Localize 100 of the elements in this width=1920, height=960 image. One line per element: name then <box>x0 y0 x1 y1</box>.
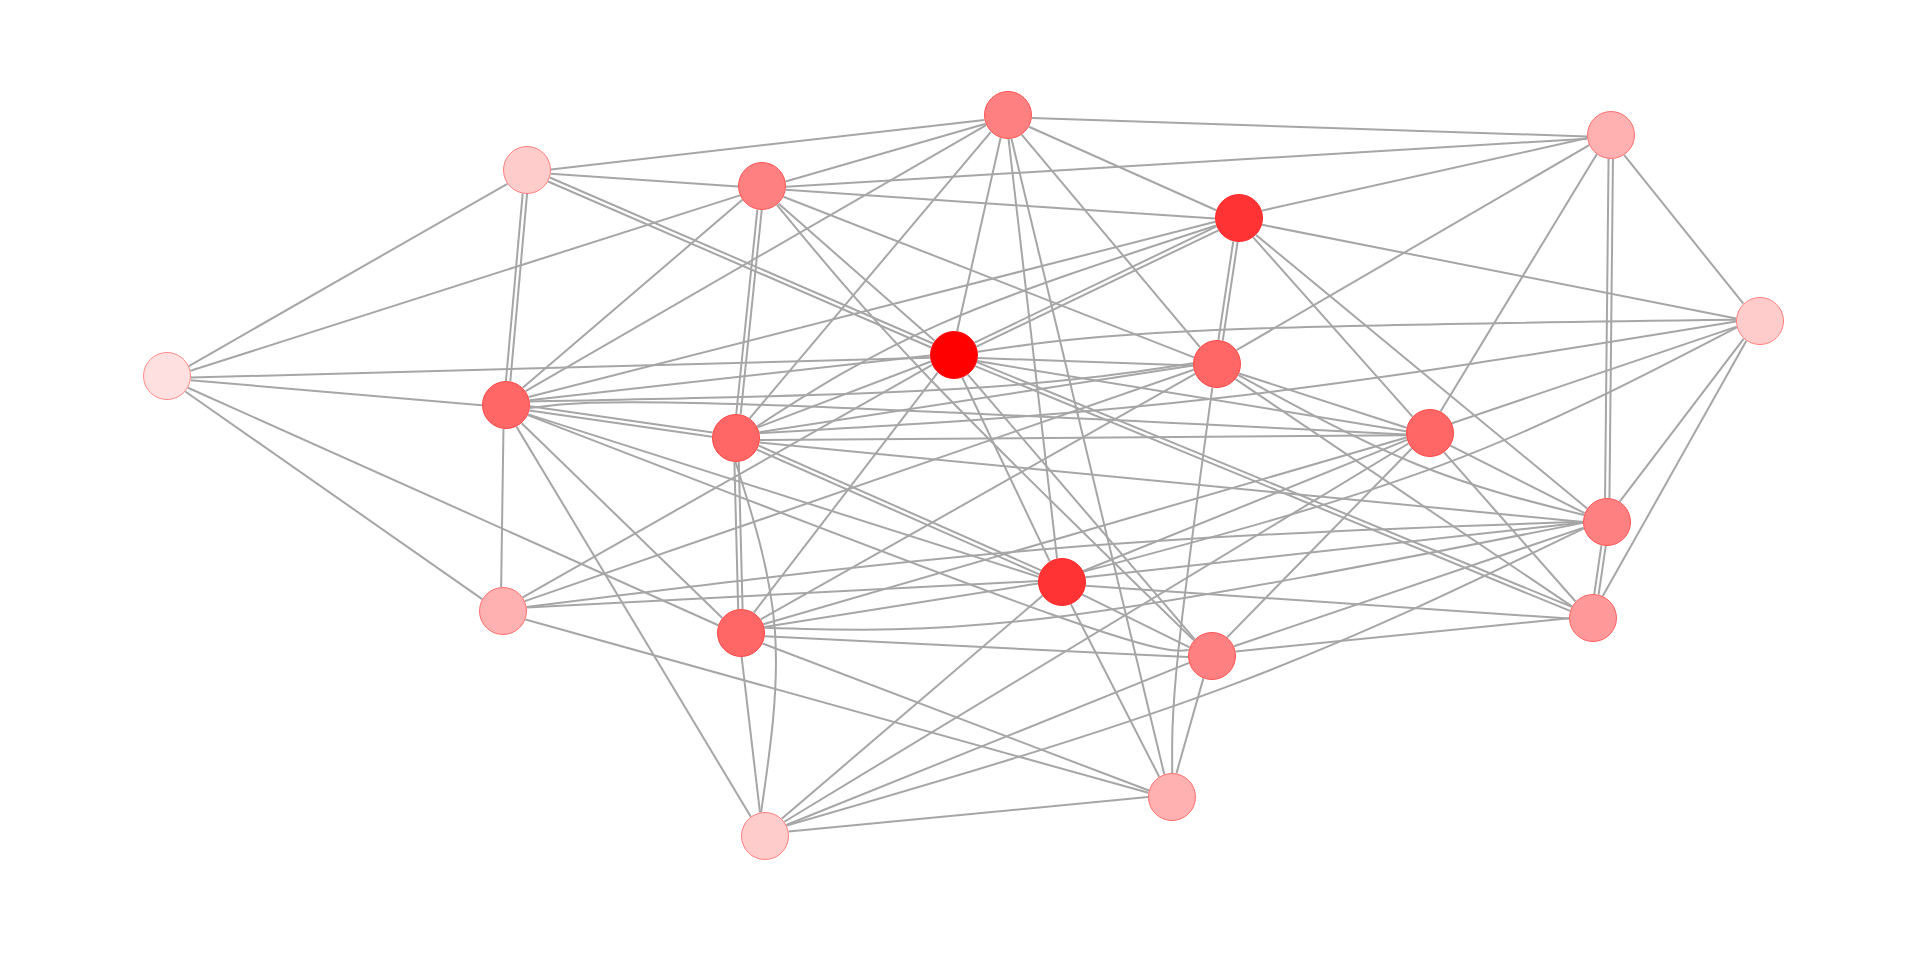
connector-line <box>1234 378 1573 608</box>
connector-line <box>1252 236 1414 418</box>
connector-line <box>1175 677 1205 775</box>
connector-line <box>509 193 529 383</box>
connector-line <box>1450 325 1738 425</box>
connector-line <box>966 373 1196 641</box>
connector-line <box>785 137 1589 188</box>
connector-line <box>524 124 988 393</box>
connector-line <box>758 320 1737 435</box>
connector-line <box>1449 444 1586 515</box>
connector-line <box>528 362 1194 403</box>
connector-line <box>1618 337 1745 503</box>
connector-line <box>785 527 1585 827</box>
node-circle <box>1215 194 1263 242</box>
connector-line <box>184 390 484 601</box>
connector-line <box>1226 447 1413 639</box>
connector-line <box>1255 233 1589 510</box>
connector-line <box>763 582 1040 629</box>
connector-line <box>1261 223 1738 320</box>
connector-line <box>1234 617 1570 653</box>
node-circle <box>143 352 191 400</box>
connector-line <box>187 182 509 368</box>
node-circle <box>479 587 527 635</box>
connector-line <box>515 425 752 818</box>
connector-line <box>737 460 744 611</box>
connector-line <box>740 656 761 814</box>
connector-line <box>524 618 1150 794</box>
connector-line <box>189 194 741 372</box>
node-circle <box>482 381 530 429</box>
node-circle <box>1193 340 1241 388</box>
connector-line <box>758 364 1195 434</box>
connector-line <box>1235 144 1591 352</box>
connector-line <box>1030 117 1589 138</box>
connector-line <box>1601 339 1748 598</box>
connector-line <box>756 360 932 429</box>
node-circle <box>717 609 765 657</box>
connector-line <box>1007 138 1059 560</box>
connector-line <box>976 360 1408 433</box>
connector-line <box>785 661 1190 827</box>
connector-line <box>748 130 992 420</box>
connector-line <box>527 220 1217 398</box>
connector-line <box>784 122 987 183</box>
connector-line <box>763 635 1189 659</box>
connector-line <box>1608 157 1614 500</box>
connector-line <box>1171 386 1214 774</box>
connector-line <box>1260 137 1589 212</box>
connector-line <box>1069 603 1161 778</box>
connector-line <box>780 594 1044 820</box>
connector-line <box>756 224 1218 428</box>
node-circle <box>1587 111 1635 159</box>
connector-line <box>528 354 931 402</box>
connector-line <box>752 371 939 614</box>
connector-line <box>549 172 739 188</box>
connector-line <box>523 368 1195 603</box>
connector-line <box>759 372 1197 621</box>
connector-line <box>976 357 1195 367</box>
node-circle <box>1038 558 1086 606</box>
connector-line <box>758 434 1408 442</box>
connector-line <box>189 379 483 407</box>
connector-line <box>1232 526 1585 648</box>
connector-line <box>1217 240 1235 342</box>
connector-line <box>1237 374 1585 517</box>
connector-line <box>775 203 1195 642</box>
connector-line <box>1082 438 1408 572</box>
connector-line <box>787 796 1149 833</box>
connector-line <box>528 401 1408 436</box>
connector-line <box>961 376 1051 563</box>
node-circle <box>984 91 1032 139</box>
connector-line <box>733 460 740 611</box>
node-circle <box>741 812 789 860</box>
connector-line <box>525 580 1039 609</box>
node-circle <box>1569 594 1617 642</box>
connector-line <box>521 198 744 389</box>
connector-line <box>762 436 1408 626</box>
connector-line <box>1623 154 1745 305</box>
node-circle <box>1583 498 1631 546</box>
connector-line <box>521 363 934 599</box>
connector-line <box>1020 133 1201 349</box>
connector-line <box>504 192 524 382</box>
connector-line <box>1027 125 1218 212</box>
connector-line <box>777 202 936 342</box>
connector-line <box>1082 326 1738 573</box>
connector-line <box>734 461 777 814</box>
connector-line <box>761 642 1150 792</box>
connector-line <box>763 521 1584 631</box>
connector-line <box>1084 584 1570 620</box>
connector-line <box>550 118 986 171</box>
connector-line <box>525 520 1584 608</box>
connector-line <box>976 318 1738 353</box>
node-circle <box>503 146 551 194</box>
node-circle <box>1736 297 1784 345</box>
node-circle <box>1188 632 1236 680</box>
node-circle <box>1406 409 1454 457</box>
connector-line <box>186 386 720 627</box>
node-circle <box>1148 773 1196 821</box>
connector-line <box>956 136 1002 333</box>
connector-line <box>189 356 932 379</box>
connector-line <box>782 195 1195 359</box>
node-circle <box>738 162 786 210</box>
connector-line <box>1081 593 1191 649</box>
